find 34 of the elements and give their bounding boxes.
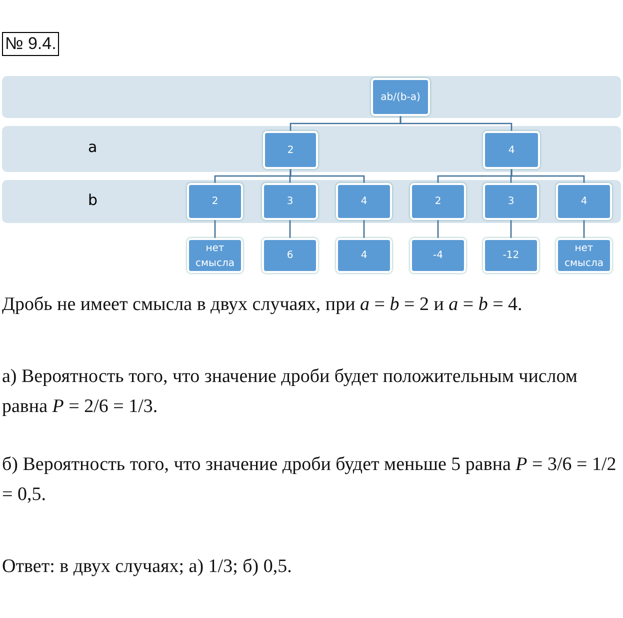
connector-line (214, 220, 216, 238)
tree-node-box: -4 (410, 238, 466, 273)
tree-node-box: 3 (262, 183, 318, 220)
band-background (2, 126, 621, 172)
tree-node-box: нет смысла (187, 238, 243, 273)
tree-node-box: 2 (263, 131, 318, 169)
tree-node-box: 4 (336, 183, 392, 220)
tree-node-box: 4 (556, 183, 612, 220)
tree-node-box: ab/(b-a) (371, 78, 430, 116)
tree-node-box: нет смысла (556, 238, 612, 273)
tree-node-box: 2 (187, 183, 243, 220)
tree-node-box: 2 (410, 183, 466, 220)
connector-line (510, 220, 512, 238)
band-label: b (88, 190, 98, 208)
tree-node-box: 6 (262, 238, 318, 273)
connector-line (400, 116, 512, 131)
connector-line (583, 220, 585, 238)
connector-line (290, 169, 365, 183)
tree-node-box: 4 (336, 238, 392, 273)
connector-line (289, 220, 291, 238)
band-background (2, 180, 621, 223)
solution-paragraph: Дробь не имеет смысла в двух случаях, при a = b = 2 и a = b = 4. (2, 293, 524, 317)
tree-node-box: 3 (483, 183, 539, 220)
solution-paragraph: б) Вероятность того, что значение дроби будет меньше 5 равна P = 3/6 = 1/2 = 0,5. (2, 453, 618, 508)
tree-node-box: 4 (483, 131, 540, 169)
connector-line (437, 220, 439, 238)
problem-number: № 9.4. (2, 32, 60, 56)
connector-line (363, 220, 365, 238)
tree-node-box: -12 (483, 238, 539, 273)
solution-paragraph: Ответ: в двух случаях; а) 1/3; б) 0,5. (2, 555, 293, 579)
band-label: a (88, 138, 98, 156)
band-background (2, 76, 621, 118)
connector-line (510, 169, 585, 183)
solution-paragraph: а) Вероятность того, что значение дроби будет положительным числом равна P = 2/6 = 1/3. (2, 365, 578, 420)
